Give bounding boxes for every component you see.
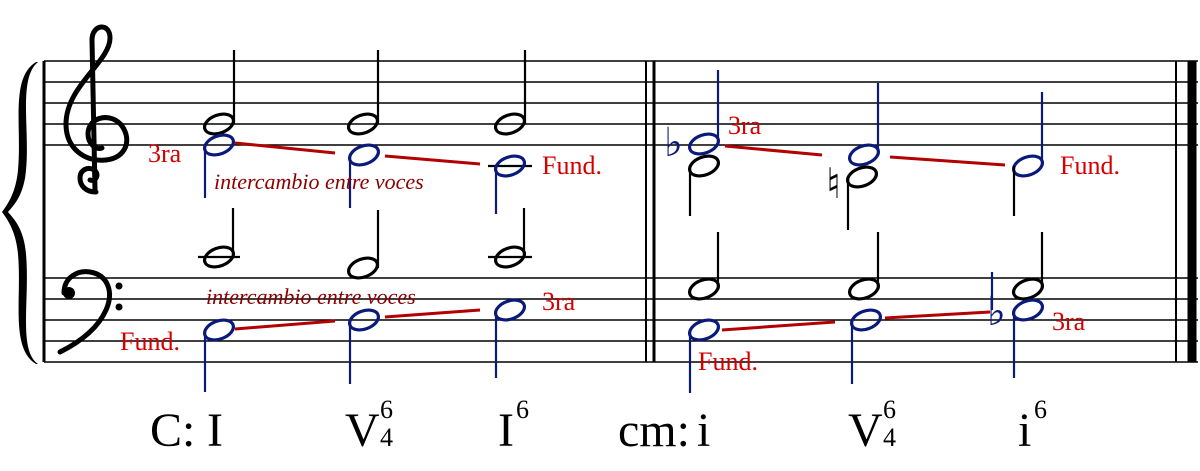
label-third: 3ra	[1052, 307, 1086, 336]
roman-numeral: i	[697, 404, 710, 457]
figure-top: 6	[516, 395, 529, 424]
chord-2	[346, 50, 381, 384]
bass-clef-icon	[57, 269, 123, 355]
label-root: Fund.	[1060, 151, 1120, 180]
key-label: cm:	[618, 404, 690, 457]
label-root: Fund.	[542, 151, 602, 180]
figure-bottom: 4	[883, 423, 896, 452]
roman-numeral: V	[345, 404, 380, 457]
label-root: Fund.	[120, 327, 180, 356]
flat-icon: ♭	[987, 289, 1006, 335]
treble-clef-icon	[63, 24, 130, 195]
flat-icon: ♭	[664, 120, 683, 166]
label-third: 3ra	[728, 111, 762, 140]
figure-bottom: 4	[380, 423, 393, 452]
figure-top: 6	[1034, 395, 1047, 424]
label-third: 3ra	[148, 139, 182, 168]
figure-top: 6	[380, 395, 393, 424]
chord-6: ♭	[987, 92, 1045, 378]
chord-4: ♭	[664, 70, 721, 393]
chord-5: ♮	[826, 83, 883, 384]
figure-top: 6	[883, 395, 896, 424]
chord-3	[488, 50, 532, 378]
brace-icon	[2, 62, 38, 364]
label-root: Fund.	[698, 347, 758, 376]
voice-exchange-line	[234, 141, 336, 155]
label-voice-exchange: intercambio entre voces	[214, 169, 424, 194]
label-voice-exchange: intercambio entre voces	[206, 284, 416, 309]
treble-staff	[44, 60, 1198, 146]
roman-numeral: i	[1018, 404, 1031, 457]
roman-numeral: V	[848, 404, 883, 457]
bass-staff	[44, 277, 1198, 363]
chord-1	[198, 50, 240, 392]
roman-numeral: I	[207, 404, 223, 457]
roman-numeral: I	[498, 404, 514, 457]
natural-icon: ♮	[826, 159, 841, 208]
label-third: 3ra	[542, 287, 576, 316]
key-label: C:	[150, 404, 195, 457]
